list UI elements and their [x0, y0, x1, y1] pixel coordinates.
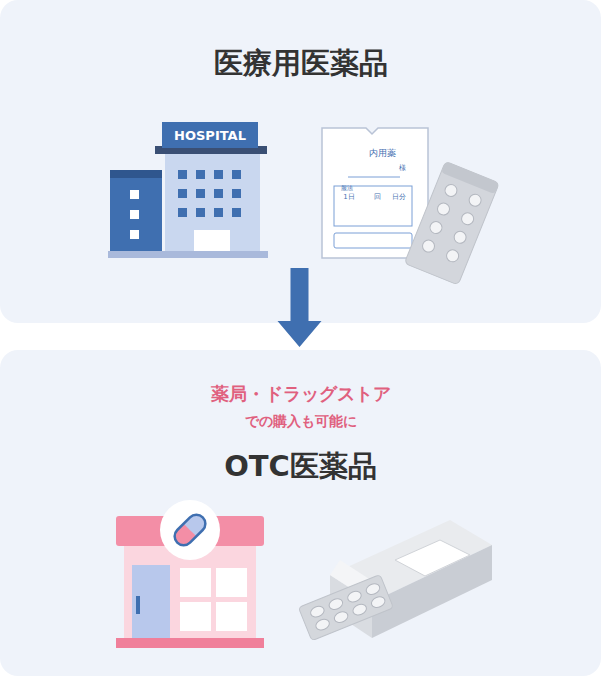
panel-title: OTC医薬品 — [0, 449, 601, 484]
illustration-label: 服法 — [341, 185, 353, 191]
illustration-label: HOSPITAL — [174, 129, 246, 142]
illustration-label: 内用薬 — [369, 149, 396, 158]
medicine-envelope — [322, 128, 428, 258]
hospital-icon — [108, 122, 268, 258]
panel: 医療用医薬品 — [0, 0, 601, 323]
illustration-label: 日分 — [392, 194, 406, 201]
otc-medicine-box — [298, 520, 492, 641]
illustration-label: 回 — [374, 194, 381, 201]
panel-title: 医療用医薬品 — [0, 46, 601, 81]
flow-arrow — [278, 268, 322, 347]
panel-subtitle: での購入も可能に — [0, 413, 601, 430]
pharmacy-icon — [116, 500, 264, 648]
panel-background — [0, 350, 601, 676]
panel-subtitle: 薬局・ドラッグストア — [0, 383, 601, 405]
illustration-label: 1日 — [343, 194, 354, 201]
illustration-label: 様 — [399, 165, 406, 172]
panel: 薬局・ドラッグストアでの購入も可能に OTC医薬品 — [0, 350, 601, 676]
blister-pack — [404, 161, 499, 285]
